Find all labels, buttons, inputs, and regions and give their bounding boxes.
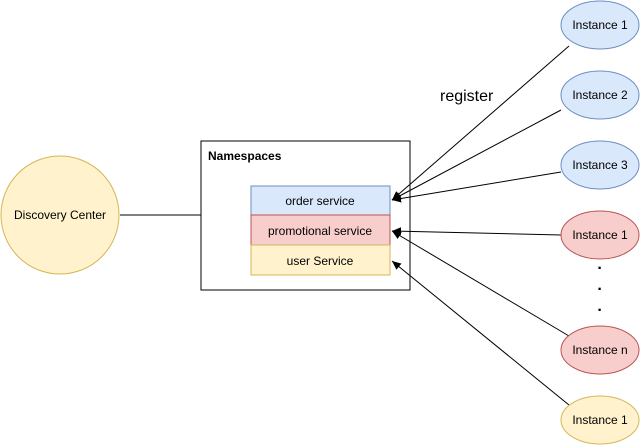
instance-yellow-1: Instance 1 (560, 395, 640, 445)
service-label: promotional service (268, 224, 372, 238)
instance-label: Instance 1 (572, 413, 628, 427)
discovery-center-label: Discovery Center (14, 208, 106, 222)
instance-blue-1: Instance 1 (560, 0, 640, 50)
instance-blue-2: Instance 2 (560, 70, 640, 120)
ellipsis-dots: · · · (597, 260, 602, 319)
instance-label: Instance 1 (572, 18, 628, 32)
ellipsis-dot: · (597, 260, 602, 277)
arrow-instance-blue-2 (391, 109, 562, 201)
arrow-instance-red-1 (391, 227, 562, 236)
namespaces-title: Namespaces (208, 149, 282, 163)
arrow-instance-red-n (391, 230, 570, 337)
instance-blue-3: Instance 3 (560, 140, 640, 190)
register-label: register (440, 88, 494, 105)
instance-red-n: Instance n (560, 325, 640, 375)
discovery-center-node: Discovery Center (0, 155, 120, 275)
register-arrows (391, 45, 570, 406)
instance-label: Instance 2 (572, 88, 628, 102)
service-promotional: promotional service (250, 214, 391, 246)
instance-label: Instance 1 (572, 228, 628, 242)
arrow-instance-yellow-1 (391, 260, 570, 406)
service-order: order service (250, 185, 391, 216)
service-label: user Service (287, 254, 354, 268)
arrow-instance-blue-3 (391, 171, 562, 203)
arrow-instance-blue-1 (391, 45, 570, 201)
service-label: order service (285, 194, 355, 208)
instance-label: Instance 3 (572, 158, 628, 172)
instance-label: Instance n (572, 343, 627, 357)
ellipsis-dot: · (597, 281, 602, 298)
ellipsis-dot: · (597, 302, 602, 319)
instance-red-1: Instance 1 (560, 210, 640, 260)
service-user: user Service (250, 244, 391, 276)
